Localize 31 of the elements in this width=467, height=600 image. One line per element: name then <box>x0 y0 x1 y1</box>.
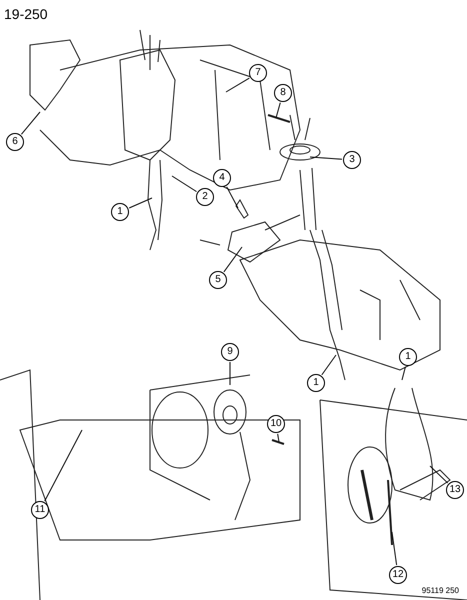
leader-line <box>223 246 242 272</box>
callout-number: 2 <box>196 188 214 206</box>
leader-line <box>310 156 343 160</box>
leader-line <box>128 198 152 208</box>
leader-line <box>402 366 406 380</box>
callout-number: 11 <box>31 501 49 519</box>
leader-line <box>392 532 398 566</box>
callout-number: 9 <box>221 343 239 361</box>
leader-line <box>277 433 280 442</box>
callout-number: 13 <box>446 481 464 499</box>
callout-number: 5 <box>209 271 227 289</box>
leader-line <box>276 102 281 118</box>
callout-number: 1 <box>111 203 129 221</box>
callout-number: 12 <box>389 566 407 584</box>
leader-line <box>226 186 238 208</box>
callout-number: 1 <box>399 348 417 366</box>
callout-number: 3 <box>343 151 361 169</box>
leader-line <box>226 78 250 92</box>
callout-number: 1 <box>307 374 325 392</box>
figure-number: 95119 250 <box>422 585 459 597</box>
leader-line <box>321 354 336 376</box>
callout-number: 4 <box>213 169 231 187</box>
callout-number: 10 <box>267 415 285 433</box>
callout-number: 8 <box>274 84 292 102</box>
leader-line <box>44 430 82 502</box>
callout-number: 7 <box>249 64 267 82</box>
page-number: 19-250 <box>4 5 48 24</box>
leader-line <box>20 112 40 135</box>
callout-number: 6 <box>6 133 24 151</box>
leader-line <box>430 466 448 484</box>
leader-line <box>172 176 198 192</box>
